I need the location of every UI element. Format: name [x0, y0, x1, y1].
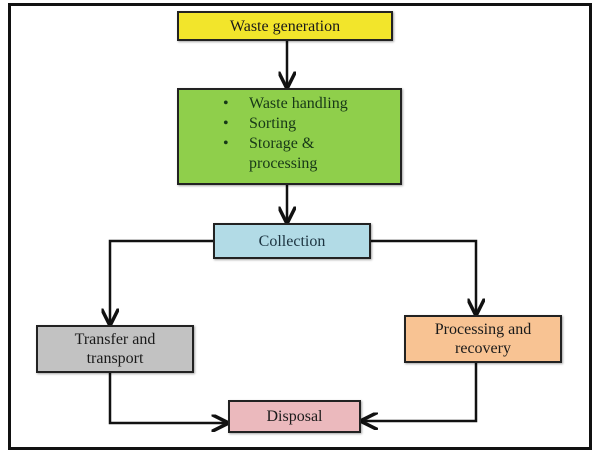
arrow-processing-to-disposal: [362, 363, 478, 421]
node-label-line2: transport: [86, 350, 144, 367]
arrow-collection-to-processing: [371, 239, 476, 314]
node-label: Waste generation: [229, 17, 341, 35]
list-item: •Storage &: [223, 135, 315, 152]
node-waste-generation: Waste generation: [177, 11, 393, 41]
list-item: •Sorting: [223, 115, 297, 132]
node-collection: Collection: [213, 223, 371, 259]
diagram-frame: [8, 3, 592, 450]
arrow-collection-to-transfer: [110, 239, 213, 324]
node-processing: Processing and recovery: [404, 315, 562, 363]
arrow-transfer-to-disposal: [108, 373, 227, 423]
handling-list: •Waste handling •Sorting •Storage & proc…: [223, 94, 348, 174]
list-item: •Waste handling: [223, 95, 348, 112]
node-handling: [177, 88, 402, 185]
node-label-line1: Processing and: [434, 321, 532, 338]
node-label-line1: Transfer and: [74, 331, 156, 348]
node-disposal: Disposal: [228, 400, 361, 433]
node-label: Disposal: [266, 408, 323, 425]
node-label-line2: recovery: [455, 340, 511, 357]
node-transfer: Transfer and transport: [36, 325, 194, 373]
node-label: Collection: [258, 232, 326, 250]
list-item: processing: [249, 155, 318, 172]
